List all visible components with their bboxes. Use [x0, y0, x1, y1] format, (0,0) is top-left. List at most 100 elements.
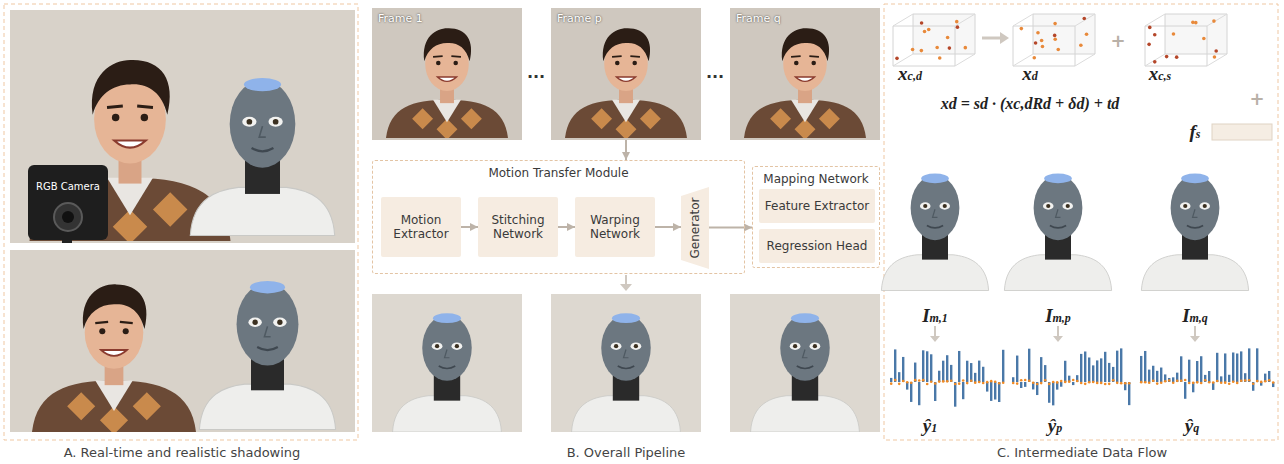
bar	[1196, 361, 1198, 382]
device-label: RGB Camera	[36, 181, 100, 192]
input-frames-part	[744, 28, 866, 140]
bar	[1084, 351, 1086, 382]
target-dot	[1216, 380, 1219, 383]
bar	[1192, 382, 1194, 392]
node-text: Frame 1	[378, 12, 423, 25]
panel-caption: A. Real-time and realistic shadowing	[64, 445, 301, 460]
bar	[910, 382, 912, 402]
output-frames-part	[393, 313, 502, 432]
target-dot	[1076, 380, 1079, 383]
target-dot	[1056, 381, 1059, 384]
bar	[1036, 382, 1038, 395]
keypoint-dot	[1056, 48, 1060, 52]
target-dot	[1176, 380, 1179, 383]
node-text: Frame p	[557, 12, 602, 25]
bar	[954, 382, 956, 407]
plot-box	[1145, 14, 1227, 66]
process-box: Regression Head	[759, 229, 875, 263]
keypoint-dot	[1040, 39, 1044, 43]
math-symbol: fs	[1190, 121, 1201, 143]
keypoint-dot	[1053, 34, 1057, 38]
bar	[1124, 382, 1126, 390]
bar	[1172, 377, 1174, 382]
process-box: Stitching Network	[478, 197, 558, 257]
bar	[1068, 376, 1070, 382]
trapezoid-shape	[681, 187, 709, 269]
bar	[1148, 370, 1150, 382]
robot-renders	[881, 174, 1248, 291]
target-dot	[1180, 379, 1183, 382]
keypoint-dot	[1079, 43, 1083, 47]
keypoint-dot	[1191, 21, 1195, 25]
target-dot	[1244, 379, 1247, 382]
target-dot	[1112, 379, 1115, 382]
target-dot	[962, 379, 965, 382]
bar	[1040, 357, 1042, 382]
target-dot	[1184, 379, 1187, 382]
bar	[946, 355, 948, 382]
bar-chart	[1012, 348, 1131, 405]
target-dot	[1272, 381, 1275, 384]
bar	[1060, 382, 1062, 387]
keypoint-dot	[1053, 22, 1057, 26]
math-symbol: xc,s	[1149, 63, 1172, 85]
keypoint-dot	[1147, 43, 1151, 47]
math-symbol: Im,p	[1045, 305, 1071, 327]
bar	[1164, 374, 1166, 382]
bar	[942, 361, 944, 382]
keypoint-dot	[923, 30, 927, 34]
target-dot	[1080, 382, 1083, 385]
keypoint-dot	[1053, 37, 1057, 41]
keypoint-dot	[935, 46, 939, 50]
bar	[998, 382, 1000, 402]
target-dot	[1248, 379, 1251, 382]
bar	[914, 363, 916, 382]
target-dot	[946, 380, 949, 383]
arrow-head	[930, 336, 1200, 342]
plot-box	[893, 14, 975, 66]
target-dot	[898, 383, 901, 386]
bar	[1108, 363, 1110, 382]
bar	[1076, 375, 1078, 382]
arrow-shaft	[982, 37, 1000, 40]
bar	[1228, 375, 1230, 382]
phone-camera	[28, 165, 108, 240]
target-dot	[1252, 382, 1255, 385]
keypoint-dot	[1214, 49, 1218, 53]
bar	[994, 382, 996, 400]
bar	[966, 361, 968, 382]
output-frames	[372, 294, 880, 432]
bar	[1152, 366, 1154, 382]
ellipsis: ...	[527, 63, 545, 82]
target-dot	[926, 383, 929, 386]
bar	[1160, 368, 1162, 382]
target-dot	[1228, 382, 1231, 385]
bar	[1244, 373, 1246, 382]
keypoint-dot	[1213, 55, 1217, 59]
target-dot	[1256, 380, 1259, 383]
target-dot	[1208, 381, 1211, 384]
bar	[1204, 375, 1206, 382]
bar	[970, 363, 972, 382]
photo-background	[551, 294, 701, 432]
output-frames-part	[572, 313, 681, 432]
target-dot	[1068, 380, 1071, 383]
flow-arrow	[655, 226, 681, 228]
robot-renders-part	[1004, 174, 1111, 291]
node-text: Warping Network	[579, 213, 651, 242]
target-dot	[1260, 381, 1263, 384]
photo-shadowing-top	[10, 10, 355, 244]
process-box: Motion Extractor	[381, 197, 461, 257]
target-dot	[1060, 380, 1063, 383]
keypoint-dot	[920, 49, 924, 53]
bar	[1112, 367, 1114, 382]
bar	[1096, 360, 1098, 382]
bar	[938, 371, 940, 382]
module-frame: Motion Transfer ModuleMotion ExtractorSt…	[372, 160, 745, 274]
input-frames	[372, 8, 880, 140]
target-dot	[902, 380, 905, 383]
photo-background	[730, 8, 880, 140]
bar	[1104, 352, 1106, 382]
bar	[990, 382, 992, 401]
bar	[974, 373, 976, 382]
